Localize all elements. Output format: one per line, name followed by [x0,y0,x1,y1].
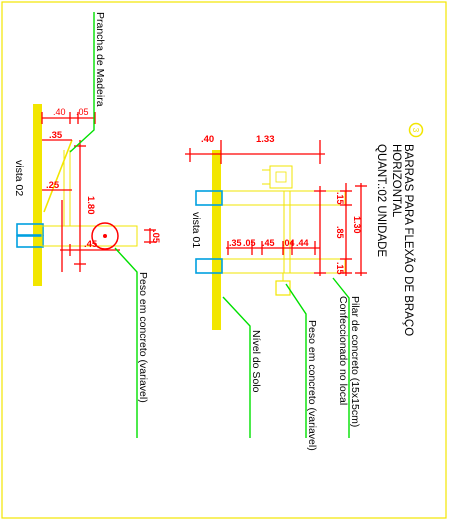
view02-dim-05b: .05 [150,230,161,244]
item-badge-number: 3 [411,128,420,133]
view02-dimension-lines [41,112,156,272]
view01-dimension-lines [185,140,367,276]
view02-wheel [91,222,119,250]
view01-callout-pilar-line2: Confeccionado no local [337,296,349,405]
view02-dim-35: .35 [49,130,63,141]
view02: .40 .05 .35 .25 1.80 .45 .05 vista 02 Pr… [13,12,161,438]
view02-ground [33,104,42,286]
view01-dim-85: .85 [335,226,345,239]
view02-post [41,225,138,247]
item-badge [408,122,424,138]
view02-label: vista 02 [13,160,25,196]
view02-dim-40: .40 [53,107,66,117]
view01-dim-40: .40 [201,134,214,145]
view01-dim-15b: .15 [335,262,345,275]
heading-quantity: QUANT.:02 UNIDADE [375,144,387,257]
view01-bracket [269,165,293,189]
view01-foundation-upper [195,190,223,206]
heading-title-line1: BARRAS PARA FLEXÃO DE BRAÇO [402,144,415,336]
view02-callout-prancha: Prancha de Madeira [94,12,106,107]
view02-callout-peso: Peso em concreto (variavel) [137,272,149,403]
view01-dim-05: .05 [243,238,256,248]
view01-bracket-inner [275,171,287,183]
view01-dim-130: 1.30 [352,216,362,234]
heading: 3 BARRAS PARA FLEXÃO DE BRAÇO HORIZONTAL… [375,122,424,336]
view02-dim-05: .05 [76,107,89,117]
view01-dim-45: .45 [262,238,275,248]
view01-callout-peso: Peso em concreto (variavel) [306,320,318,451]
view02-wheel-hub [103,234,107,238]
view02-dim-45: .45 [84,239,98,250]
view01-callout-pilar-line1: Pilar de concreto (15x15cm) [349,296,361,427]
view01-callout-nivel: Nível do Solo [250,330,262,393]
view01-dim-35: .35 [229,238,242,248]
view02-foundation-upper [16,223,44,236]
view01: .40 1.33 .15 .85 1.30 .15 .35 .05 .45 .0… [185,134,367,451]
view01-dim-15a: .15 [335,192,345,205]
view01-pillar-lower [220,258,346,274]
view01-callout-leaders [222,277,350,438]
view01-dim-04: .04 [282,238,295,248]
view02-dim-180: 1.80 [85,196,96,215]
sheet-frame [1,1,447,519]
view01-pillar-upper [220,190,346,206]
view01-foundation-lower [195,258,223,274]
view02-foundation-lower [16,235,44,248]
view02-callout-leaders [69,12,138,438]
view01-ground [212,150,221,330]
view02-plank [43,139,73,213]
view01-dim-44: .44 [296,238,309,248]
view01-label: vista 01 [190,212,202,248]
view01-dim-133: 1.33 [256,134,275,145]
view02-dim-25: .25 [46,180,60,191]
heading-title-line2: HORIZONTAL [390,144,402,218]
